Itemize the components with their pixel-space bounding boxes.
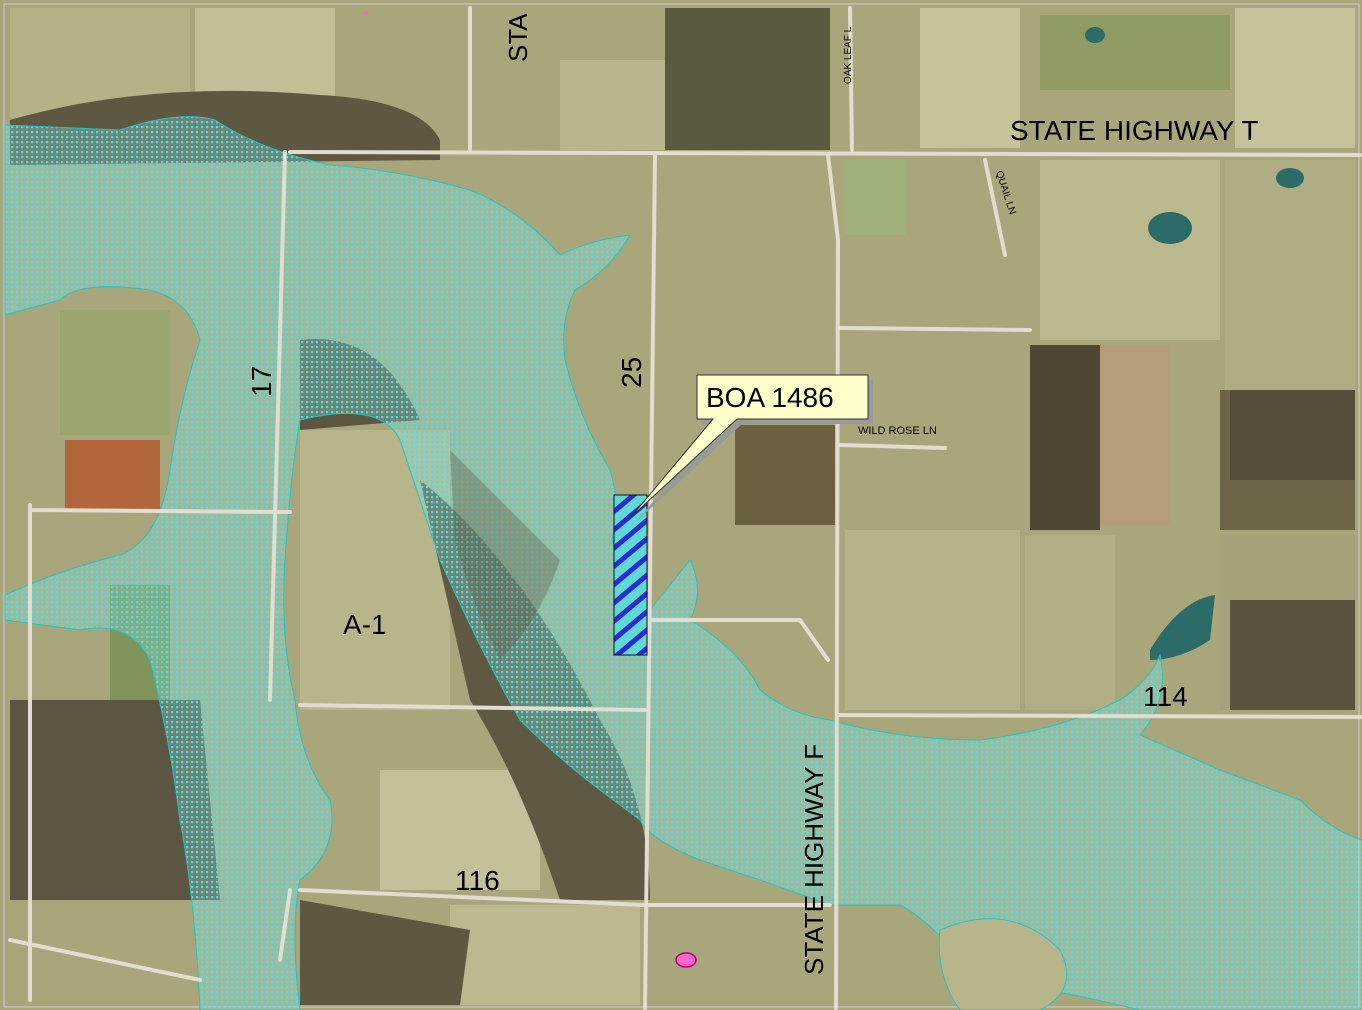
zoning-label: A-1 bbox=[343, 609, 387, 640]
pond bbox=[1276, 168, 1304, 188]
state-highway-t-label: STATE HIGHWAY T bbox=[1010, 115, 1258, 146]
map-frame bbox=[3, 3, 1360, 1008]
pond bbox=[1150, 595, 1215, 660]
road-number-25: 25 bbox=[616, 357, 647, 388]
state-highway-f-label: STATE HIGHWAY F bbox=[799, 744, 829, 975]
pond bbox=[1148, 212, 1192, 244]
field-parcels bbox=[10, 8, 1355, 1005]
road-number-17: 17 bbox=[246, 366, 277, 397]
point-marker[interactable] bbox=[675, 952, 697, 968]
callout-label: BOA 1486 bbox=[706, 382, 834, 413]
oak-leaf-ln-label: OAK LEAF L bbox=[843, 26, 854, 84]
pond bbox=[1085, 27, 1105, 43]
callout-box bbox=[630, 374, 869, 518]
road-number-114: 114 bbox=[1143, 681, 1188, 712]
point-marker-small bbox=[364, 11, 368, 15]
floodplain-overlay bbox=[4, 116, 1362, 1010]
wild-rose-ln-label: WILD ROSE LN bbox=[858, 425, 937, 437]
road-number-116: 116 bbox=[455, 865, 500, 896]
road-network bbox=[8, 6, 1362, 1010]
state-highway-f-partial-label: STA bbox=[503, 13, 533, 62]
subject-parcel[interactable] bbox=[613, 494, 648, 656]
boa-callout[interactable]: BOA 1486 bbox=[630, 374, 873, 522]
